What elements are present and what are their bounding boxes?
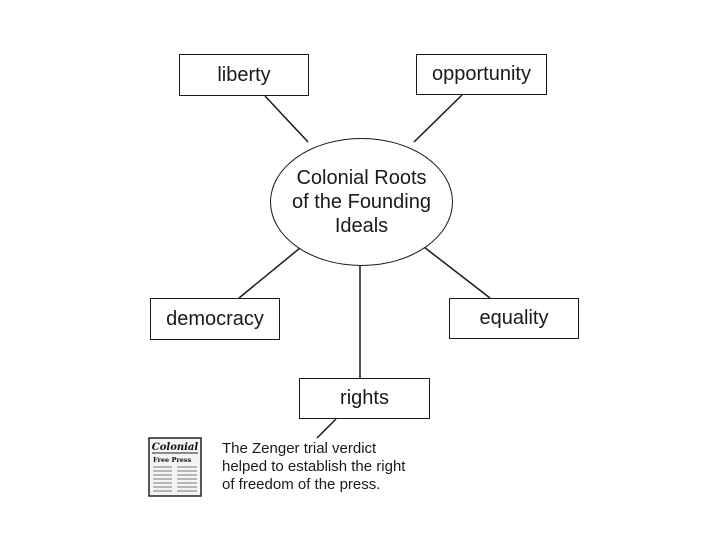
connector-annotation — [317, 419, 336, 438]
node-equality-label: equality — [480, 307, 549, 330]
node-liberty-label: liberty — [217, 64, 270, 87]
central-idea-text: Colonial Roots of the Founding Ideals — [292, 166, 431, 238]
node-equality: equality — [449, 298, 579, 339]
annotation-line-2: helped to establish the right — [222, 458, 442, 476]
zenger-annotation: The Zenger trial verdict helped to estab… — [222, 440, 442, 494]
central-idea-line-2: of the Founding — [292, 190, 431, 214]
connector-opportunity — [414, 95, 462, 142]
connector-democracy — [239, 248, 300, 298]
central-idea-line-1: Colonial Roots — [292, 166, 431, 190]
colonial-newspaper-icon: Colonial Free Press — [148, 437, 202, 497]
node-rights: rights — [299, 378, 430, 419]
node-opportunity: opportunity — [416, 54, 547, 95]
annotation-line-3: of freedom of the press. — [222, 476, 442, 494]
newspaper-headline: Free Press — [153, 456, 192, 464]
central-idea-line-3: Ideals — [292, 214, 431, 238]
newspaper-masthead: Colonial — [152, 442, 199, 453]
connector-equality — [424, 247, 490, 298]
node-democracy: democracy — [150, 298, 280, 340]
node-democracy-label: democracy — [166, 308, 264, 331]
node-liberty: liberty — [179, 54, 309, 96]
annotation-line-1: The Zenger trial verdict — [222, 440, 442, 458]
connector-liberty — [265, 96, 308, 142]
node-opportunity-label: opportunity — [432, 63, 531, 86]
node-rights-label: rights — [340, 387, 389, 410]
central-idea-ellipse: Colonial Roots of the Founding Ideals — [270, 138, 453, 266]
